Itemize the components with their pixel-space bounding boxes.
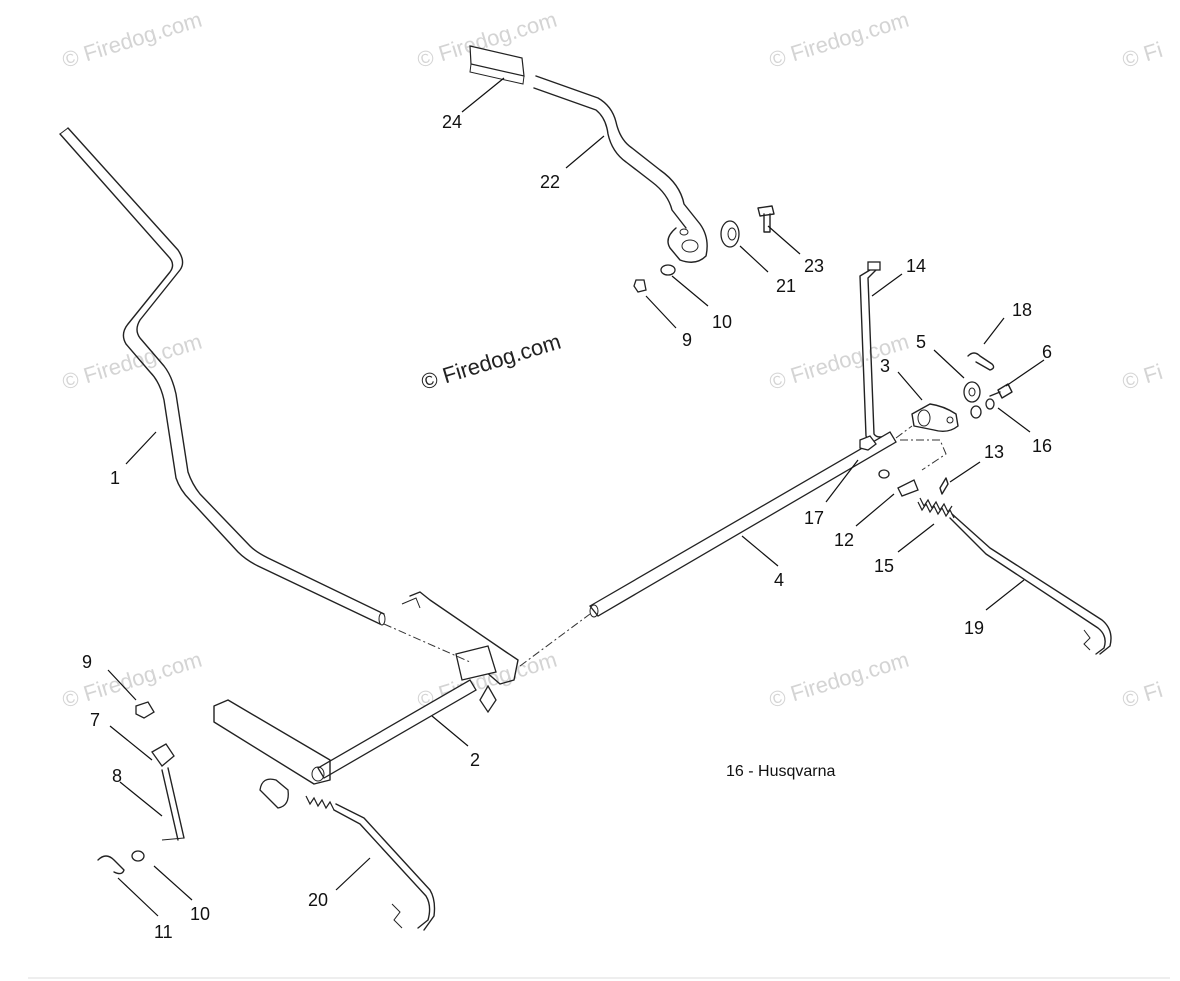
callout-7: 7 — [90, 710, 100, 730]
callout-17: 17 — [804, 508, 824, 528]
part-19-cable-rod — [949, 513, 1112, 655]
part-9-nut-upper — [633, 279, 647, 293]
watermark: © Firedog.com — [766, 647, 912, 713]
callout-19: 19 — [964, 618, 984, 638]
callout-9-lower: 9 — [82, 652, 92, 672]
part-10-washer-upper — [660, 264, 676, 276]
callout-21: 21 — [776, 276, 796, 296]
callout-20: 20 — [308, 890, 328, 910]
part-22-pedal-arm — [533, 75, 708, 263]
watermark: © Fi — [1119, 359, 1165, 395]
callout-22: 22 — [540, 172, 560, 192]
callout-10: 10 — [712, 312, 732, 332]
part-8-pin — [161, 767, 185, 841]
model-note: 16 - Husqvarna — [726, 763, 835, 780]
part-4-tube — [589, 431, 897, 618]
alignment-lines — [383, 425, 947, 667]
part-3-bracket — [911, 403, 959, 433]
watermark: © Fi — [1119, 37, 1165, 73]
callout-4: 4 — [774, 570, 784, 590]
callout-23: 23 — [804, 256, 824, 276]
part-6-bolt — [989, 383, 1013, 399]
part-10-washer-lower — [131, 850, 145, 862]
watermark: © Firedog.com — [766, 7, 912, 73]
part-18-clip — [967, 352, 995, 371]
part-24-pedal-pad — [469, 45, 525, 85]
callout-3: 3 — [880, 356, 890, 376]
callout-11: 11 — [154, 922, 173, 942]
part-5-roller — [963, 381, 981, 403]
callout-18: 18 — [1012, 300, 1032, 320]
part-13-pin — [939, 477, 949, 495]
part-9-nut-lower — [135, 701, 155, 719]
part-17-nut — [859, 435, 877, 451]
part-1-lift-lever — [59, 127, 386, 626]
callout-24: 24 — [442, 112, 462, 132]
callout-leaders — [107, 77, 1045, 917]
part-23-bolt — [757, 205, 775, 233]
part-21-spacer — [720, 220, 740, 248]
watermark: © Firedog.com — [59, 7, 205, 73]
callout-12: 12 — [834, 530, 854, 550]
part-2-shaft-assembly — [213, 591, 519, 785]
callout-labels: 24 22 23 21 10 9 14 18 5 6 3 16 13 17 12… — [82, 112, 1052, 942]
callout-6: 6 — [1042, 342, 1052, 362]
callout-13: 13 — [984, 442, 1004, 462]
part-16-washer — [970, 398, 995, 419]
watermark: © Firedog.com — [59, 329, 205, 395]
callout-2: 2 — [470, 750, 480, 770]
part-20-linkage-rod — [259, 778, 436, 931]
part-11-clip — [97, 855, 125, 875]
callout-5: 5 — [916, 332, 926, 352]
callout-8: 8 — [112, 766, 122, 786]
callout-15: 15 — [874, 556, 894, 576]
part-12-pin — [878, 469, 919, 497]
watermark: © Firedog.com — [59, 647, 205, 713]
callout-1: 1 — [110, 468, 120, 488]
part-7-block — [151, 743, 175, 767]
callout-10-lower: 10 — [190, 904, 210, 924]
part-15-spring — [917, 497, 955, 519]
callout-14: 14 — [906, 256, 926, 276]
center-watermark: © Firedog.com — [418, 329, 564, 395]
callout-16: 16 — [1032, 436, 1052, 456]
watermark: © Fi — [1119, 677, 1165, 713]
callout-9: 9 — [682, 330, 692, 350]
